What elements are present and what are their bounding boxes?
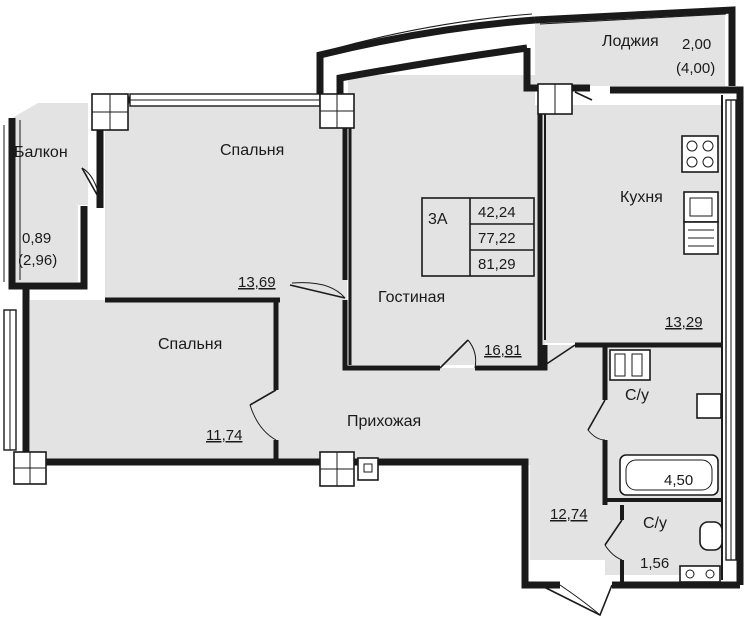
loggia-name: Лоджия (602, 33, 659, 50)
sink-bath-icon (696, 393, 722, 419)
door-balcony (81, 167, 101, 201)
doors (81, 91, 623, 617)
entrance-door (539, 584, 613, 617)
bath1-name: С/у (625, 387, 649, 404)
balcony-name: Балкон (14, 144, 68, 161)
door-bath2 (604, 519, 623, 546)
bath2-name: С/у (643, 515, 667, 532)
bedroom1-area: 13,69 (238, 274, 276, 291)
bath1-area: 4,50 (664, 472, 693, 489)
kitchen-name: Кухня (620, 189, 663, 206)
door-kitchen (544, 344, 576, 366)
door-bedroom2 (249, 389, 277, 406)
hall-area: 12,74 (550, 506, 588, 523)
bedroom2-name: Спальня (158, 336, 222, 353)
door-bath1 (587, 399, 606, 431)
bathtub-icon (619, 454, 719, 496)
shaft (357, 457, 379, 481)
windows (3, 7, 737, 561)
columns (13, 83, 573, 487)
room-labels: Лоджия 2,00 (4,00) Балкон 0,89 (2,96) Сп… (14, 33, 715, 572)
bedroom1-name: Спальня (220, 142, 284, 159)
washer-icon (609, 349, 651, 381)
loggia-area: 2,00 (682, 36, 711, 53)
bedroom2-area: 11,74 (206, 427, 242, 444)
hall-name: Прихожая (347, 413, 421, 430)
toilet-icon (699, 521, 723, 551)
area-general: 77,22 (478, 230, 516, 247)
apartment-type: 3А (428, 211, 448, 228)
door-bedroom1 (289, 284, 346, 299)
living-name: Гостиная (378, 289, 445, 306)
door-living (439, 339, 469, 369)
door-loggia (574, 91, 593, 101)
loggia-area-total: (4,00) (676, 60, 715, 77)
sink-icon (683, 191, 719, 223)
balcony-area: 0,89 (22, 230, 51, 247)
bath2-area: 1,56 (640, 555, 669, 572)
stove-icon (681, 135, 719, 173)
apartment-summary: 3А 42,24 77,22 81,29 (421, 197, 535, 277)
area-total: 81,29 (478, 256, 516, 273)
fixtures (609, 135, 723, 583)
living-area: 16,81 (484, 342, 522, 359)
walls (8, 6, 744, 589)
balcony-area-total: (2,96) (18, 252, 57, 269)
kitchen-area: 13,29 (665, 314, 703, 331)
area-living: 42,24 (478, 204, 516, 221)
